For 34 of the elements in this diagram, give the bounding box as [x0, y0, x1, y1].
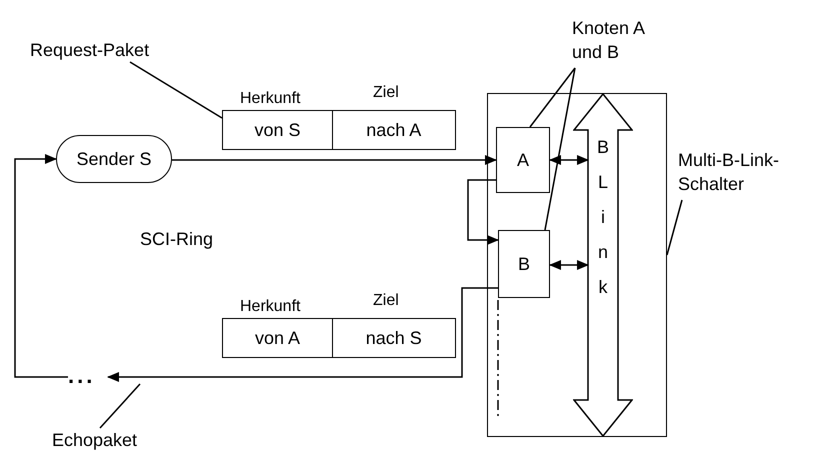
node-box: A — [496, 127, 550, 193]
link-letter: k — [598, 277, 608, 298]
double-headed-arrow — [549, 155, 589, 165]
column-header: Ziel — [373, 292, 399, 310]
sender-node: Sender S — [56, 135, 172, 183]
leader-line — [666, 200, 683, 256]
callout-label: Echopaket — [52, 428, 162, 452]
ring-label: SCI-Ring — [140, 229, 214, 250]
leader-line — [99, 384, 141, 428]
leader-line — [544, 68, 576, 230]
double-headed-arrow — [549, 260, 589, 270]
ellipsis-text: ... — [68, 364, 108, 390]
column-header: Ziel — [373, 84, 399, 102]
callout-label: Multi-B-Link-Schalter — [678, 148, 798, 200]
arrow — [107, 287, 498, 382]
callout-label: Request-Paket — [30, 38, 155, 62]
leader-line — [130, 61, 222, 119]
link-letter: i — [600, 207, 606, 228]
node-box: B — [498, 230, 550, 298]
arrow — [172, 155, 497, 165]
column-header: Herkunft — [240, 90, 300, 108]
arrow — [467, 179, 499, 245]
column-header: Herkunft — [240, 298, 300, 316]
table-cell: von A — [222, 318, 333, 358]
callout-label: Knoten A und B — [572, 16, 662, 68]
table-cell: von S — [222, 110, 333, 150]
leader-line — [529, 68, 576, 128]
arrow — [14, 154, 68, 378]
link-letter: n — [596, 242, 609, 263]
switch-box — [487, 93, 667, 437]
link-letter: L — [596, 172, 609, 193]
table-cell: nach A — [332, 110, 456, 150]
table-cell: nach S — [332, 318, 456, 358]
link-letter: B — [596, 137, 610, 158]
